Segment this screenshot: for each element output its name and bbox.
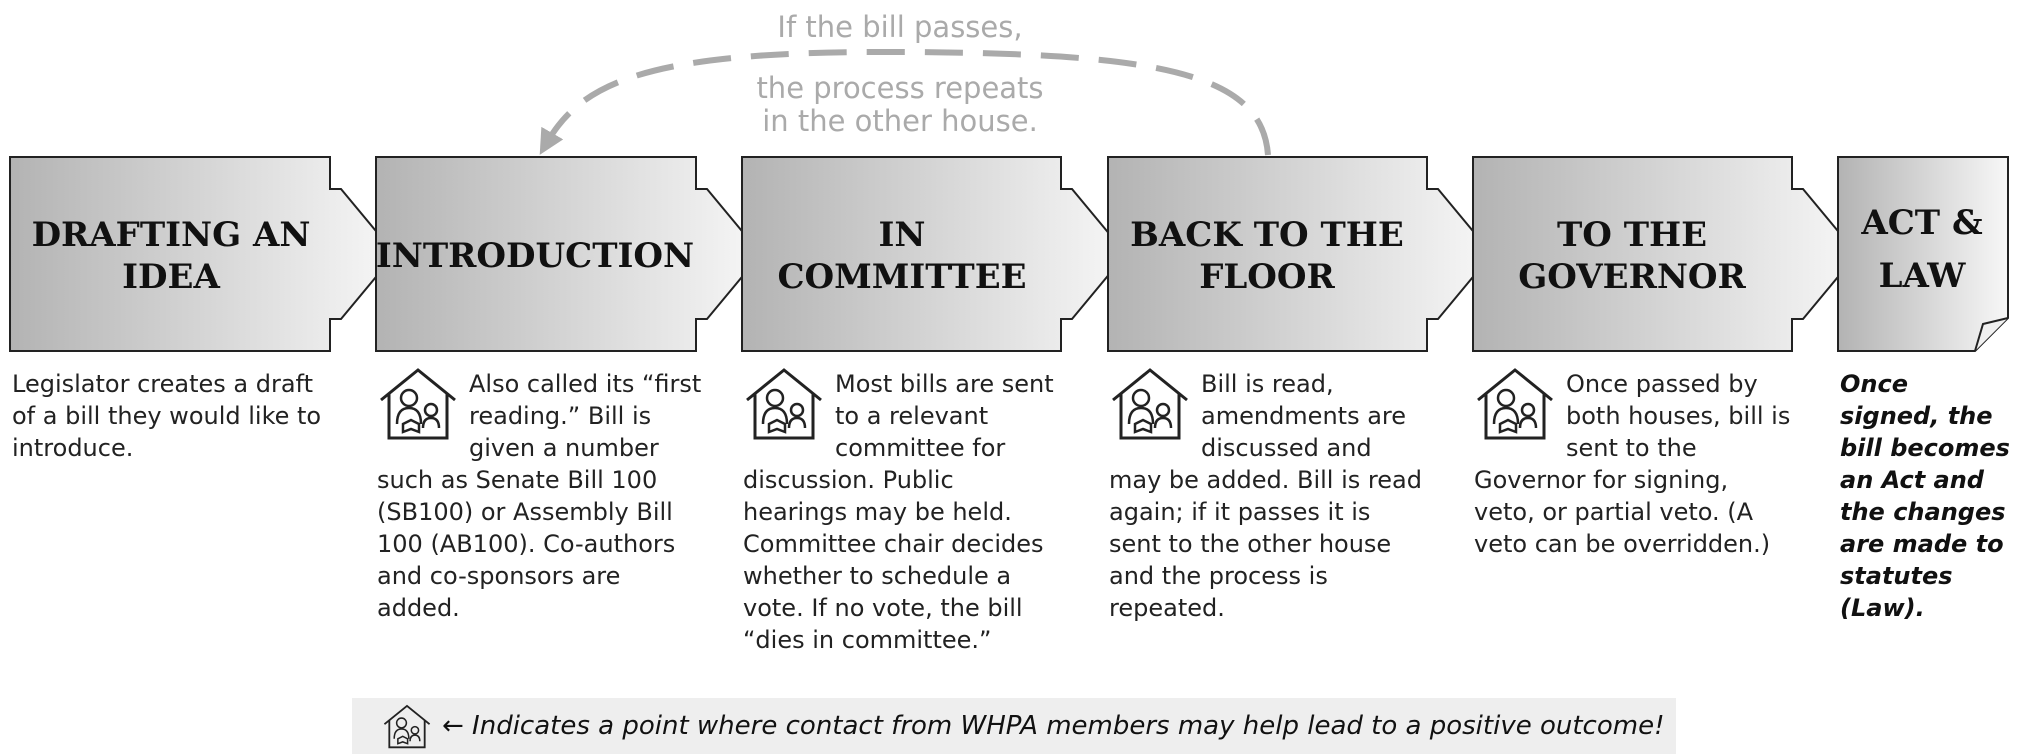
repeat-loop-arrow	[539, 48, 1271, 156]
stage-introduction: INTRODUCTION	[375, 156, 763, 352]
loop-note-line3: in the other house.	[762, 104, 1038, 138]
page-fold-icon	[1974, 317, 2009, 352]
house-family-icon	[746, 368, 822, 440]
stage-drafting: DRAFTING AN IDEA	[9, 156, 397, 352]
stage-title-line: IDEA	[122, 257, 220, 297]
stage-description-in-committee: Most bills are sent to a relevant commit…	[743, 368, 1058, 656]
stage-back-to-floor: BACK TO THE FLOOR	[1107, 156, 1494, 352]
loop-note-line2: the process repeats	[756, 71, 1043, 105]
stage-title-line: COMMITTEE	[777, 257, 1026, 297]
stage-title-line: IN	[879, 215, 926, 255]
stage-title-line: INTRODUCTION	[376, 236, 694, 276]
stage-title-line: DRAFTING AN	[32, 215, 311, 255]
stage-title-line: LAW	[1879, 256, 1967, 296]
house-family-icon	[383, 704, 431, 749]
house-family-icon	[380, 368, 456, 440]
stage-title-line: GOVERNOR	[1518, 257, 1746, 297]
legend-text: ← Indicates a point where contact from W…	[442, 711, 1665, 741]
description-text: Most bills are sent to a relevant commit…	[743, 370, 1054, 654]
stage-title-line: BACK TO THE	[1130, 215, 1404, 255]
stage-in-committee: IN COMMITTEE	[741, 156, 1128, 352]
legend-bar: ← Indicates a point where contact from W…	[352, 698, 1676, 754]
stage-description-to-governor: Once passed by both houses, bill is sent…	[1474, 368, 1794, 560]
stage-description-act-and-law: Once signed, the bill becomes an Act and…	[1840, 370, 2010, 622]
house-family-icon	[1112, 368, 1188, 440]
description-text: Also called its “first reading.” Bill is…	[377, 370, 702, 622]
stage-description-back-to-floor: Bill is read, amendments are discussed a…	[1109, 368, 1427, 624]
stage-act-and-law: ACT & LAW	[1837, 156, 2009, 352]
stage-title-line: TO THE	[1557, 215, 1707, 255]
stage-description-introduction: Also called its “first reading.” Bill is…	[377, 368, 707, 624]
house-family-icon	[1477, 368, 1553, 440]
stage-to-governor: TO THE GOVERNOR	[1472, 156, 1859, 352]
stage-description-drafting: Legislator creates a draft of a bill the…	[12, 370, 322, 462]
description-text: Bill is read, amendments are discussed a…	[1109, 370, 1422, 622]
stage-title-line: ACT &	[1860, 203, 1983, 243]
stage-title-line: FLOOR	[1199, 257, 1335, 297]
description-text: Once passed by both houses, bill is sent…	[1474, 370, 1791, 558]
loop-note-line1: If the bill passes,	[777, 10, 1022, 44]
